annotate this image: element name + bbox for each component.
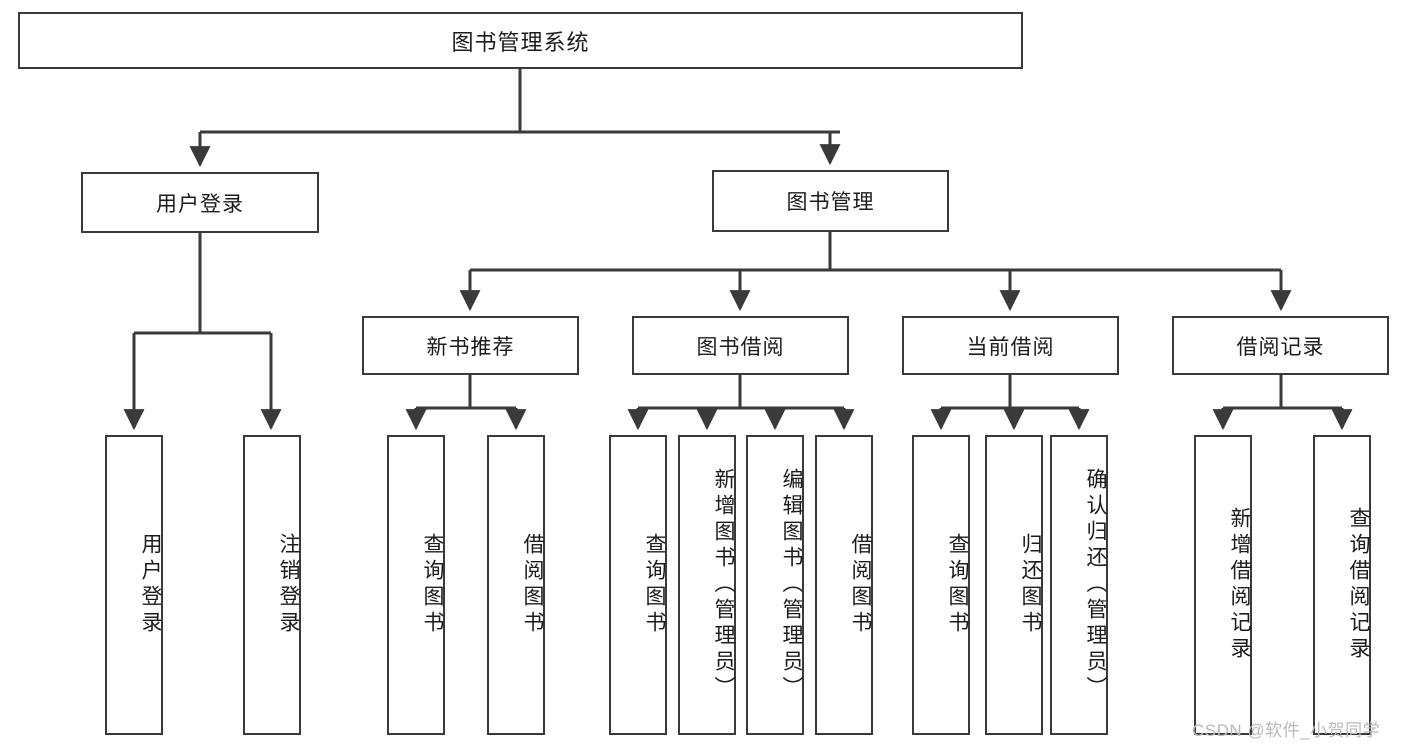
node-label: 查询图书 [421, 533, 444, 637]
node-label: 新增图书（管理员） [712, 468, 735, 702]
node-label: 借阅图书 [849, 533, 872, 637]
node-label: 图书管理 [786, 191, 875, 214]
node-book-management[interactable]: 图书管理 [712, 170, 949, 232]
leaf-add-borrow-record[interactable]: 新增借阅记录 [1194, 435, 1252, 735]
node-current-borrow[interactable]: 当前借阅 [902, 316, 1119, 375]
node-label: 查询图书 [643, 533, 666, 637]
node-borrow-record[interactable]: 借阅记录 [1172, 316, 1389, 375]
node-label: 借阅记录 [1236, 335, 1325, 359]
leaf-logout[interactable]: 注销登录 [243, 435, 301, 735]
leaf-add-book-admin[interactable]: 新增图书（管理员） [678, 435, 736, 735]
leaf-edit-book-admin[interactable]: 编辑图书（管理员） [746, 435, 804, 735]
node-label: 用户登录 [156, 192, 244, 216]
node-book-borrow[interactable]: 图书借阅 [632, 316, 849, 375]
node-label: 查询图书 [946, 533, 969, 637]
node-label: 归还图书 [1019, 533, 1042, 637]
leaf-borrow-book[interactable]: 借阅图书 [815, 435, 873, 735]
node-new-book-recommend[interactable]: 新书推荐 [362, 316, 579, 375]
node-label: 新增借阅记录 [1228, 507, 1251, 663]
csdn-watermark: CSDN @软件_小贺同学 [1192, 721, 1381, 740]
leaf-borrow-book-recommend[interactable]: 借阅图书 [487, 435, 545, 735]
node-label: 当前借阅 [966, 335, 1055, 359]
leaf-confirm-return-admin[interactable]: 确认归还（管理员） [1050, 435, 1108, 735]
node-user-login[interactable]: 用户登录 [81, 172, 319, 233]
leaf-query-book-borrow[interactable]: 查询图书 [609, 435, 667, 735]
leaf-user-login[interactable]: 用户登录 [105, 435, 163, 735]
leaf-query-borrow-record[interactable]: 查询借阅记录 [1313, 435, 1371, 735]
node-label: 确认归还（管理员） [1084, 468, 1107, 702]
node-label: 编辑图书（管理员） [780, 468, 803, 702]
node-root[interactable]: 图书管理系统 [18, 12, 1023, 69]
node-label: 用户登录 [139, 533, 162, 637]
node-label: 图书管理系统 [451, 29, 590, 55]
node-label: 借阅图书 [521, 533, 544, 637]
leaf-query-book-current[interactable]: 查询图书 [912, 435, 970, 735]
leaf-query-book-recommend[interactable]: 查询图书 [387, 435, 445, 735]
leaf-return-book[interactable]: 归还图书 [985, 435, 1043, 735]
node-label: 新书推荐 [426, 335, 515, 359]
node-label: 图书借阅 [696, 335, 785, 359]
node-label: 注销登录 [277, 533, 300, 637]
node-label: 查询借阅记录 [1347, 507, 1370, 663]
